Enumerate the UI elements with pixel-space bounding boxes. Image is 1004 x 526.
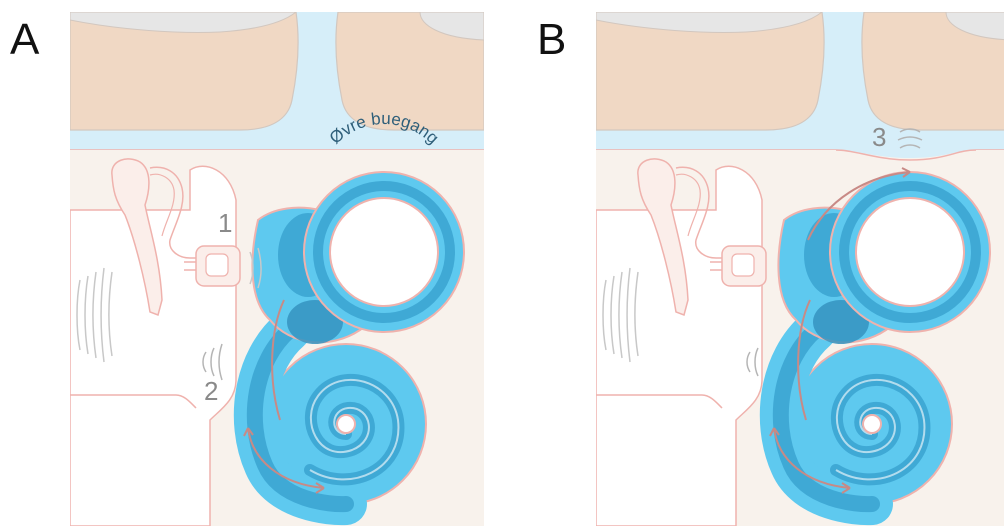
panel-b <box>596 12 1004 526</box>
label-3: 3 <box>872 122 886 152</box>
skull-bone-b <box>596 12 1004 152</box>
panel-a <box>70 12 484 526</box>
label-2: 2 <box>204 376 218 406</box>
label-1: 1 <box>218 208 232 238</box>
